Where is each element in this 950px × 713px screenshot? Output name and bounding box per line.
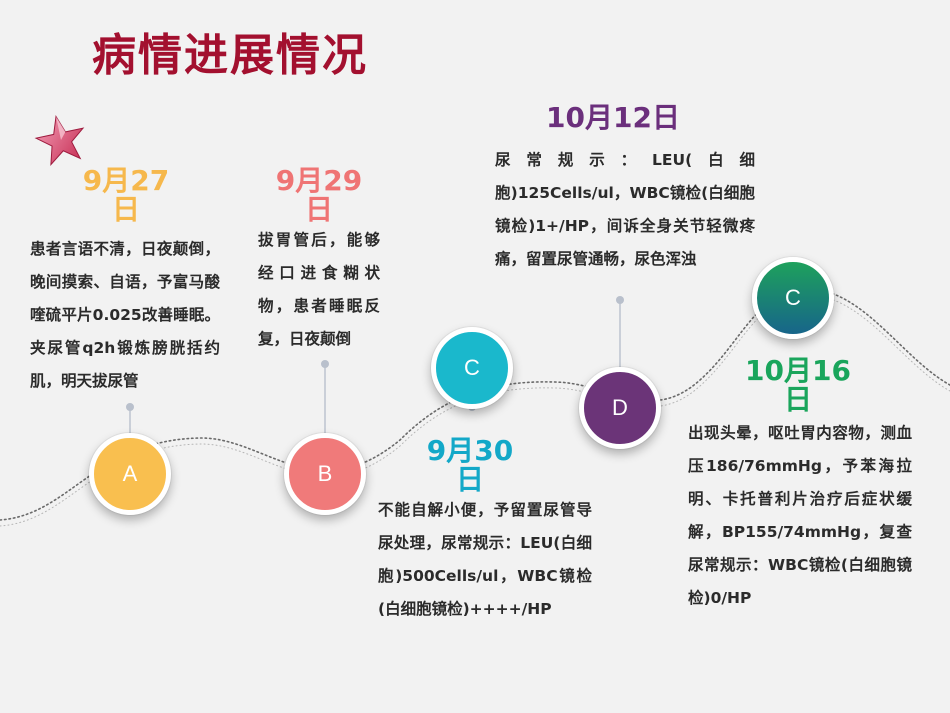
node-b[interactable]: B	[284, 433, 366, 515]
timeline-track-shadow	[0, 294, 950, 527]
node-e[interactable]: C	[752, 257, 834, 339]
description-b: 拔胃管后，能够经口进食糊状物，患者睡眠反复，日夜颠倒	[258, 231, 380, 348]
node-a-label: A	[122, 461, 138, 486]
description-c: 不能自解小便，予留置尿管导尿处理，尿常规示：LEU(白细胞)500Cells/u…	[378, 501, 592, 618]
node-d-label: D	[612, 395, 628, 420]
date-e: 10月16日	[745, 354, 851, 417]
description-e: 出现头晕，呕吐胃内容物，测血压186/76mmHg，予苯海拉明、卡托普利片治疗后…	[688, 424, 912, 607]
date-c: 9月30日	[426, 434, 514, 497]
node-c-label: C	[464, 355, 480, 380]
node-b-label: B	[317, 461, 333, 486]
description-d: 尿常规示：LEU(白细胞)125Cells/ul，WBC镜检(白细胞镜检)1+/…	[495, 151, 755, 268]
page-title: 病情进展情况	[92, 30, 368, 81]
node-d[interactable]: D	[579, 367, 661, 449]
description-a: 患者言语不清，日夜颠倒，晚间摸索、自语，予富马酸喹硫平片0.025改善睡眠。夹尿…	[30, 240, 220, 390]
star-icon	[34, 115, 85, 167]
date-b: 9月29日	[275, 164, 363, 227]
date-a: 9月27日	[82, 164, 170, 227]
date-d: 10月12日	[546, 101, 680, 134]
node-e-label: C	[785, 285, 801, 310]
node-c[interactable]: C	[431, 327, 513, 409]
node-a[interactable]: A	[89, 433, 171, 515]
